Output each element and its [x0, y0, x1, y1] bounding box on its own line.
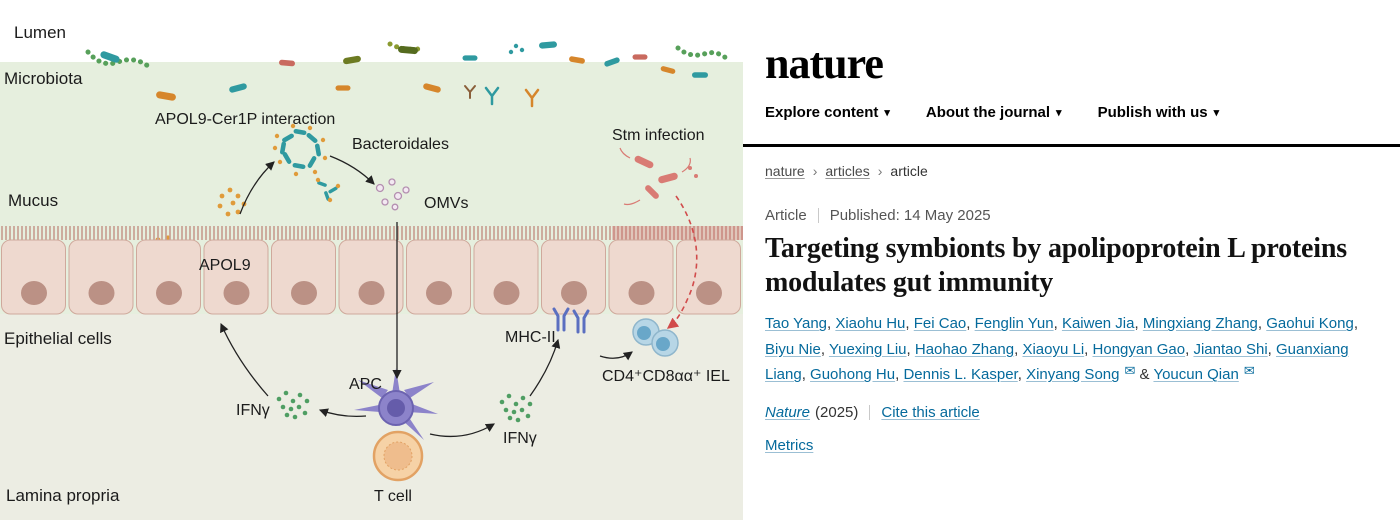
journal-year: (2025)	[815, 403, 859, 421]
stm-bacteria	[619, 147, 698, 206]
label-lamina-propria: Lamina propria	[6, 486, 120, 505]
infected-brush-border	[612, 226, 743, 240]
author-link[interactable]: Xiaoyu Li	[1022, 340, 1085, 358]
label-stm-infection: Stm infection	[612, 127, 704, 144]
figure-panel: Lumen Microbiota Mucus Epithelial cells …	[0, 23, 743, 520]
article-type: Article	[765, 207, 807, 224]
label-apol9: APOL9	[199, 257, 251, 274]
article-panel: nature Explore content ▾ About the journ…	[743, 0, 1400, 520]
nav-label: About the journal	[925, 104, 1051, 121]
label-apc: APC	[349, 376, 382, 393]
nature-logo[interactable]: nature	[765, 39, 884, 88]
iel-cells	[632, 318, 679, 357]
email-icon[interactable]: ✉	[1243, 363, 1255, 379]
label-lumen: Lumen	[14, 23, 66, 42]
author-link[interactable]: Biyu Nie	[765, 340, 821, 358]
brush-border	[0, 226, 743, 240]
apc-cell	[354, 368, 438, 440]
article-meta: Article Published: 14 May 2025	[765, 207, 1378, 224]
article-content: nature › articles › article Article Publ…	[743, 163, 1400, 454]
chevron-down-icon: ▾	[1056, 107, 1062, 119]
label-apol9-cer1p: APOL9-Cer1P interaction	[155, 111, 335, 128]
omv-vesicles	[375, 178, 410, 211]
author-link[interactable]: Kaiwen Jia	[1061, 315, 1135, 333]
nav-about-the-journal[interactable]: About the journal ▾	[926, 104, 1062, 121]
journal-link[interactable]: Nature	[765, 403, 811, 421]
nav-explore-content[interactable]: Explore content ▾	[765, 104, 890, 121]
author-link[interactable]: Gaohui Kong	[1266, 315, 1354, 333]
label-iel: CD4⁺CD8αα⁺ IEL	[602, 368, 730, 385]
author-link[interactable]: Xiaohu Hu	[835, 315, 906, 333]
label-omvs: OMVs	[424, 195, 468, 212]
label-ifng-right: IFNγ	[503, 430, 537, 447]
chevron-down-icon: ▾	[1213, 107, 1220, 119]
label-t-cell: T cell	[374, 488, 412, 505]
author-link[interactable]: Yuexing Liu	[828, 340, 907, 358]
header-divider	[743, 144, 1400, 147]
published-date: Published: 14 May 2025	[829, 207, 991, 224]
author-link[interactable]: Youcun Qian	[1153, 366, 1239, 384]
author-link[interactable]: Haohao Zhang	[914, 340, 1015, 358]
cite-row: Nature (2025) Cite this article	[765, 404, 1378, 421]
article-title: Targeting symbionts by apolipoprotein L …	[765, 233, 1347, 299]
lamina-propria-layer	[0, 314, 743, 520]
metrics-link[interactable]: Metrics	[765, 436, 814, 454]
label-ifng-left: IFNγ	[236, 402, 270, 419]
stm-invasion-arrow	[666, 195, 698, 329]
author-link[interactable]: Fei Cao	[913, 315, 967, 333]
cite-divider	[869, 404, 871, 420]
t-cell	[372, 430, 424, 482]
chevron-right-icon: ›	[812, 163, 818, 179]
author-link[interactable]: Mingxiang Zhang	[1142, 315, 1258, 333]
author-link[interactable]: Guohong Hu	[810, 366, 896, 384]
label-epithelial-cells: Epithelial cells	[4, 329, 112, 348]
metrics-row: Metrics	[765, 437, 1378, 454]
masthead: nature Explore content ▾ About the journ…	[743, 0, 1400, 122]
label-bacteroidales: Bacteroidales	[352, 136, 449, 153]
mhc2-molecules	[552, 307, 590, 334]
label-microbiota: Microbiota	[4, 69, 83, 88]
author-link[interactable]: Hongyan Gao	[1092, 340, 1186, 358]
gut-immunity-figure: Lumen Microbiota Mucus Epithelial cells …	[0, 23, 743, 520]
breadcrumb-link-articles[interactable]: articles	[825, 163, 870, 179]
pathway-arrows	[220, 155, 633, 438]
nav-label: Publish with us	[1097, 104, 1208, 121]
microbiota-band	[85, 41, 729, 108]
nav-publish-with-us[interactable]: Publish with us ▾	[1098, 104, 1220, 121]
main-nav: Explore content ▾ About the journal ▾ Pu…	[765, 104, 1400, 121]
author-link[interactable]: Xinyang Song	[1026, 366, 1120, 384]
label-mhc2: MHC-II	[505, 329, 556, 346]
nav-label: Explore content	[765, 104, 879, 121]
author-link[interactable]: Dennis L. Kasper	[903, 366, 1018, 384]
email-icon[interactable]: ✉	[1124, 363, 1136, 379]
breadcrumb: nature › articles › article	[765, 163, 1378, 179]
breadcrumb-current: article	[890, 163, 928, 179]
breadcrumb-link-nature[interactable]: nature	[765, 163, 805, 179]
author-link[interactable]: Tao Yang	[765, 315, 827, 333]
chevron-down-icon: ▾	[884, 107, 890, 119]
epithelium	[1, 239, 741, 315]
label-mucus: Mucus	[8, 191, 58, 210]
bacteroidales-cluster	[272, 123, 341, 203]
author-list: Tao Yang, Xiaohu Hu, Fei Cao, Fenglin Yu…	[765, 315, 1358, 384]
chevron-right-icon: ›	[877, 163, 883, 179]
cite-link[interactable]: Cite this article	[881, 403, 980, 421]
author-link[interactable]: Jiantao Shi	[1193, 340, 1268, 358]
meta-divider	[817, 208, 819, 223]
author-link[interactable]: Guanxiang Liang	[765, 340, 1349, 384]
author-link[interactable]: Fenglin Yun	[974, 315, 1054, 333]
